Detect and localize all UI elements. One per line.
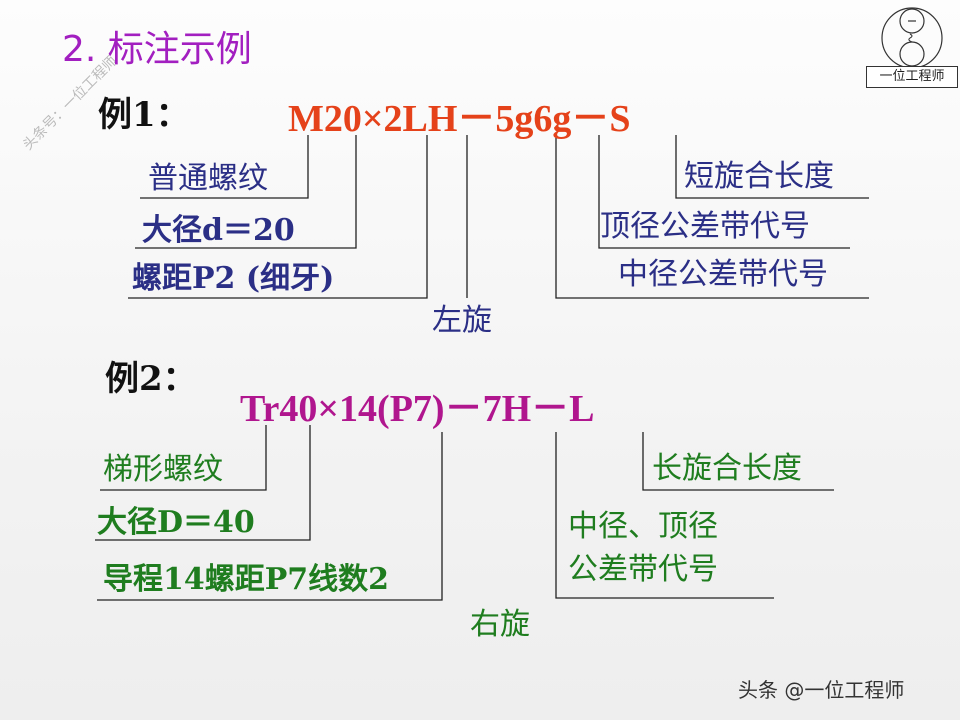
lead-label: 导程14螺距P7线数2	[103, 562, 390, 597]
page-title: 2. 标注示例	[62, 29, 252, 70]
leader-line	[675, 135, 869, 199]
leader-line	[598, 135, 850, 249]
leader-line	[95, 425, 311, 541]
major-diameter-label: 大径d＝20	[142, 213, 295, 248]
direction-label: 左旋	[432, 303, 492, 338]
example1-code: M20×2LH－5g6g－S	[288, 98, 631, 140]
pitch-tolerance-label: 中径公差带代号	[618, 257, 828, 292]
tolerance-label-line2: 公差带代号	[568, 552, 718, 587]
thread-type-label: 梯形螺纹	[103, 452, 223, 487]
leader-line	[555, 135, 869, 299]
crest-tolerance-label: 顶径公差带代号	[600, 209, 810, 244]
example2-label: 例2：	[105, 359, 197, 399]
engagement-label: 长旋合长度	[652, 451, 802, 486]
footer-credit: 头条 @一位工程师	[738, 678, 905, 702]
tolerance-label-line1: 中径、顶径	[568, 509, 718, 544]
leader-line	[100, 425, 267, 491]
leader-line	[128, 135, 428, 299]
major-diameter-label: 大径D＝40	[97, 505, 255, 540]
thread-type-label: 普通螺纹	[148, 161, 268, 196]
pitch-label: 螺距P2 (细牙)	[132, 261, 335, 296]
leader-line	[135, 135, 357, 249]
logo-text: 一位工程师	[866, 66, 958, 88]
engagement-label: 短旋合长度	[684, 159, 834, 194]
direction-label: 右旋	[470, 607, 530, 642]
leader-line	[140, 135, 309, 199]
leader-line	[97, 432, 443, 601]
leader-line	[642, 432, 834, 491]
example1-label: 例1：	[98, 95, 190, 135]
leader-line	[555, 432, 774, 599]
example2-code: Tr40×14(P7)－7H－L	[240, 388, 595, 430]
